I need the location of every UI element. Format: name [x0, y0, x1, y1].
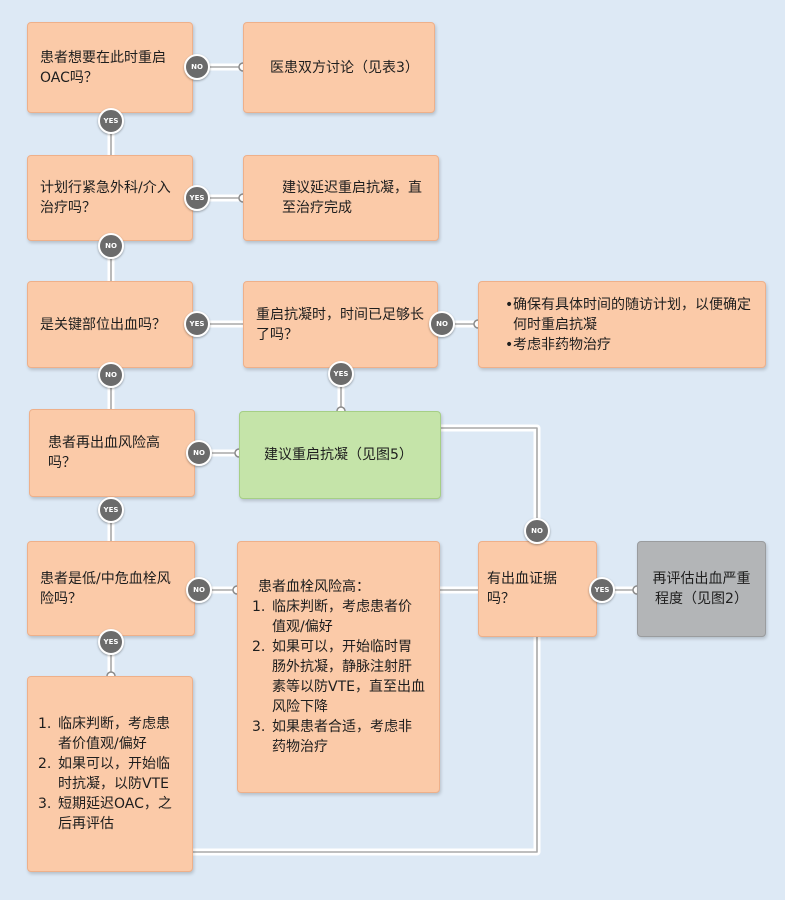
box-delay-restart: 建议延迟重启抗凝，直至治疗完成: [243, 155, 439, 241]
list-item-text: 短期延迟OAC，之后再评估: [58, 796, 172, 832]
node-text: 计划行紧急外科/介入治疗吗？: [40, 180, 171, 216]
node-text: 是关键部位出血吗？: [40, 316, 166, 333]
node-text: 患者想要在此时重启OAC吗？: [40, 49, 166, 86]
decision-restart-oac: 患者想要在此时重启OAC吗？: [27, 22, 193, 113]
node-text: 患者是低/中危血栓风险吗？: [40, 570, 171, 607]
list-item: 2.如果可以，开始临时抗凝，以防VTE: [38, 754, 182, 794]
list-item: •确保有具体时间的随访计划，以便确定何时重启抗凝: [505, 296, 751, 333]
no-badge: NO: [524, 518, 550, 544]
yes-badge: YES: [184, 185, 210, 211]
node-text: 患者再出血风险高吗？: [48, 435, 160, 471]
node-text: 医患双方讨论（见表3）: [270, 59, 419, 76]
list-item-text: 如果可以，开始临时抗凝，以防VTE: [58, 756, 170, 792]
node-text: 再评估出血严重程度（见图2）: [652, 571, 751, 607]
node-text: 建议重启抗凝（见图5）: [264, 447, 413, 463]
list-item-text: 临床判断，考虑患者价值观/偏好: [272, 599, 412, 635]
yes-badge: YES: [98, 108, 124, 134]
list-item-text: 如果可以，开始临时胃肠外抗凝，静脉注射肝素等以防VTE，直至出血风险下降: [272, 639, 425, 715]
list-item: 3.短期延迟OAC，之后再评估: [38, 794, 182, 834]
box-followup-plan: •确保有具体时间的随访计划，以便确定何时重启抗凝 •考虑非药物治疗: [478, 281, 766, 368]
list-item: 2.如果可以，开始临时胃肠外抗凝，静脉注射肝素等以防VTE，直至出血风险下降: [252, 639, 425, 715]
box-high-thrombo-risk: 患者血栓风险高： 1.临床判断，考虑患者价值观/偏好 2.如果可以，开始临时胃肠…: [237, 541, 440, 793]
decision-enough-time: 重启抗凝时，时间已足够长了吗？: [243, 281, 438, 368]
no-badge: NO: [186, 440, 212, 466]
no-badge: NO: [98, 362, 124, 388]
no-badge: NO: [186, 577, 212, 603]
list-item: 3.如果患者合适，考虑非药物治疗: [252, 717, 425, 757]
box-discussion: 医患双方讨论（见表3）: [243, 22, 435, 113]
list-item-text: 考虑非药物治疗: [513, 336, 611, 353]
decision-urgent-surgery: 计划行紧急外科/介入治疗吗？: [27, 155, 193, 241]
box-recommend-restart: 建议重启抗凝（见图5）: [239, 411, 441, 499]
yes-badge: YES: [589, 577, 615, 603]
node-text: 重启抗凝时，时间已足够长了吗？: [256, 306, 424, 343]
list-item: 1.临床判断，考虑患者价值观/偏好: [38, 714, 182, 754]
no-badge: NO: [429, 311, 455, 337]
decision-low-thrombo-risk: 患者是低/中危血栓风险吗？: [27, 541, 195, 636]
high-thrombo-list: 1.临床判断，考虑患者价值观/偏好 2.如果可以，开始临时胃肠外抗凝，静脉注射肝…: [252, 597, 425, 757]
low-thrombo-list: 1.临床判断，考虑患者价值观/偏好 2.如果可以，开始临时抗凝，以防VTE 3.…: [38, 714, 182, 834]
decision-critical-site: 是关键部位出血吗？: [27, 281, 193, 368]
yes-badge: YES: [184, 311, 210, 337]
no-badge: NO: [98, 233, 124, 259]
list-item: •考虑非药物治疗: [505, 336, 611, 353]
yes-badge: YES: [328, 361, 354, 387]
high-thrombo-title: 患者血栓风险高：: [258, 579, 370, 595]
decision-rebleed-risk: 患者再出血风险高吗？: [29, 409, 195, 497]
yes-badge: YES: [98, 497, 124, 523]
connector-evidence-recommend: [437, 424, 541, 545]
decision-bleeding-evidence: 有出血证据吗？: [478, 541, 597, 637]
list-item-text: 如果患者合适，考虑非药物治疗: [272, 719, 412, 755]
node-text: 建议延迟重启抗凝，直至治疗完成: [282, 180, 422, 216]
list-item: 1.临床判断，考虑患者价值观/偏好: [252, 597, 425, 637]
list-item-text: 确保有具体时间的随访计划，以便确定何时重启抗凝: [513, 296, 751, 333]
box-reassess-severity: 再评估出血严重程度（见图2）: [637, 541, 766, 637]
node-text: 有出血证据吗？: [487, 571, 557, 607]
box-low-thrombo-plan: 1.临床判断，考虑患者价值观/偏好 2.如果可以，开始临时抗凝，以防VTE 3.…: [27, 676, 193, 872]
followup-list: •确保有具体时间的随访计划，以便确定何时重启抗凝 •考虑非药物治疗: [505, 295, 753, 355]
list-item-text: 临床判断，考虑患者价值观/偏好: [58, 716, 170, 752]
no-badge: NO: [184, 54, 210, 80]
yes-badge: YES: [98, 629, 124, 655]
